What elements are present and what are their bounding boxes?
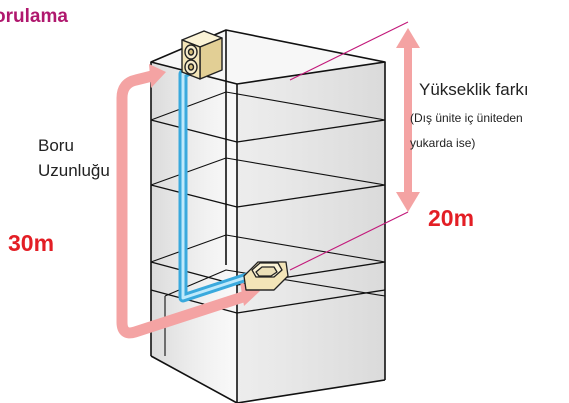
height-diff-arrow bbox=[396, 28, 420, 212]
height-diff-note: (Dış ünite iç üniteden yukarda ise) bbox=[410, 106, 523, 156]
outdoor-unit-icon bbox=[181, 30, 223, 80]
page-heading: orulama bbox=[0, 6, 68, 27]
pipe-length-label-line1: Boru bbox=[38, 136, 74, 155]
pipe-length-label: Boru Uzunluğu bbox=[38, 133, 110, 183]
height-leader-lines bbox=[289, 21, 409, 271]
height-diff-label: Yükseklik farkı bbox=[419, 80, 529, 99]
height-diff-note-line2: yukarda ise) bbox=[410, 136, 476, 150]
indoor-unit-icon bbox=[243, 261, 289, 291]
pipe-length-value: 30m bbox=[8, 230, 55, 256]
pipe-length-label-line2: Uzunluğu bbox=[38, 161, 110, 180]
height-diff-note-line1: (Dış ünite iç üniteden bbox=[410, 111, 523, 125]
height-diff-value: 20m bbox=[428, 205, 475, 231]
pipe-length-arrow bbox=[116, 64, 260, 339]
